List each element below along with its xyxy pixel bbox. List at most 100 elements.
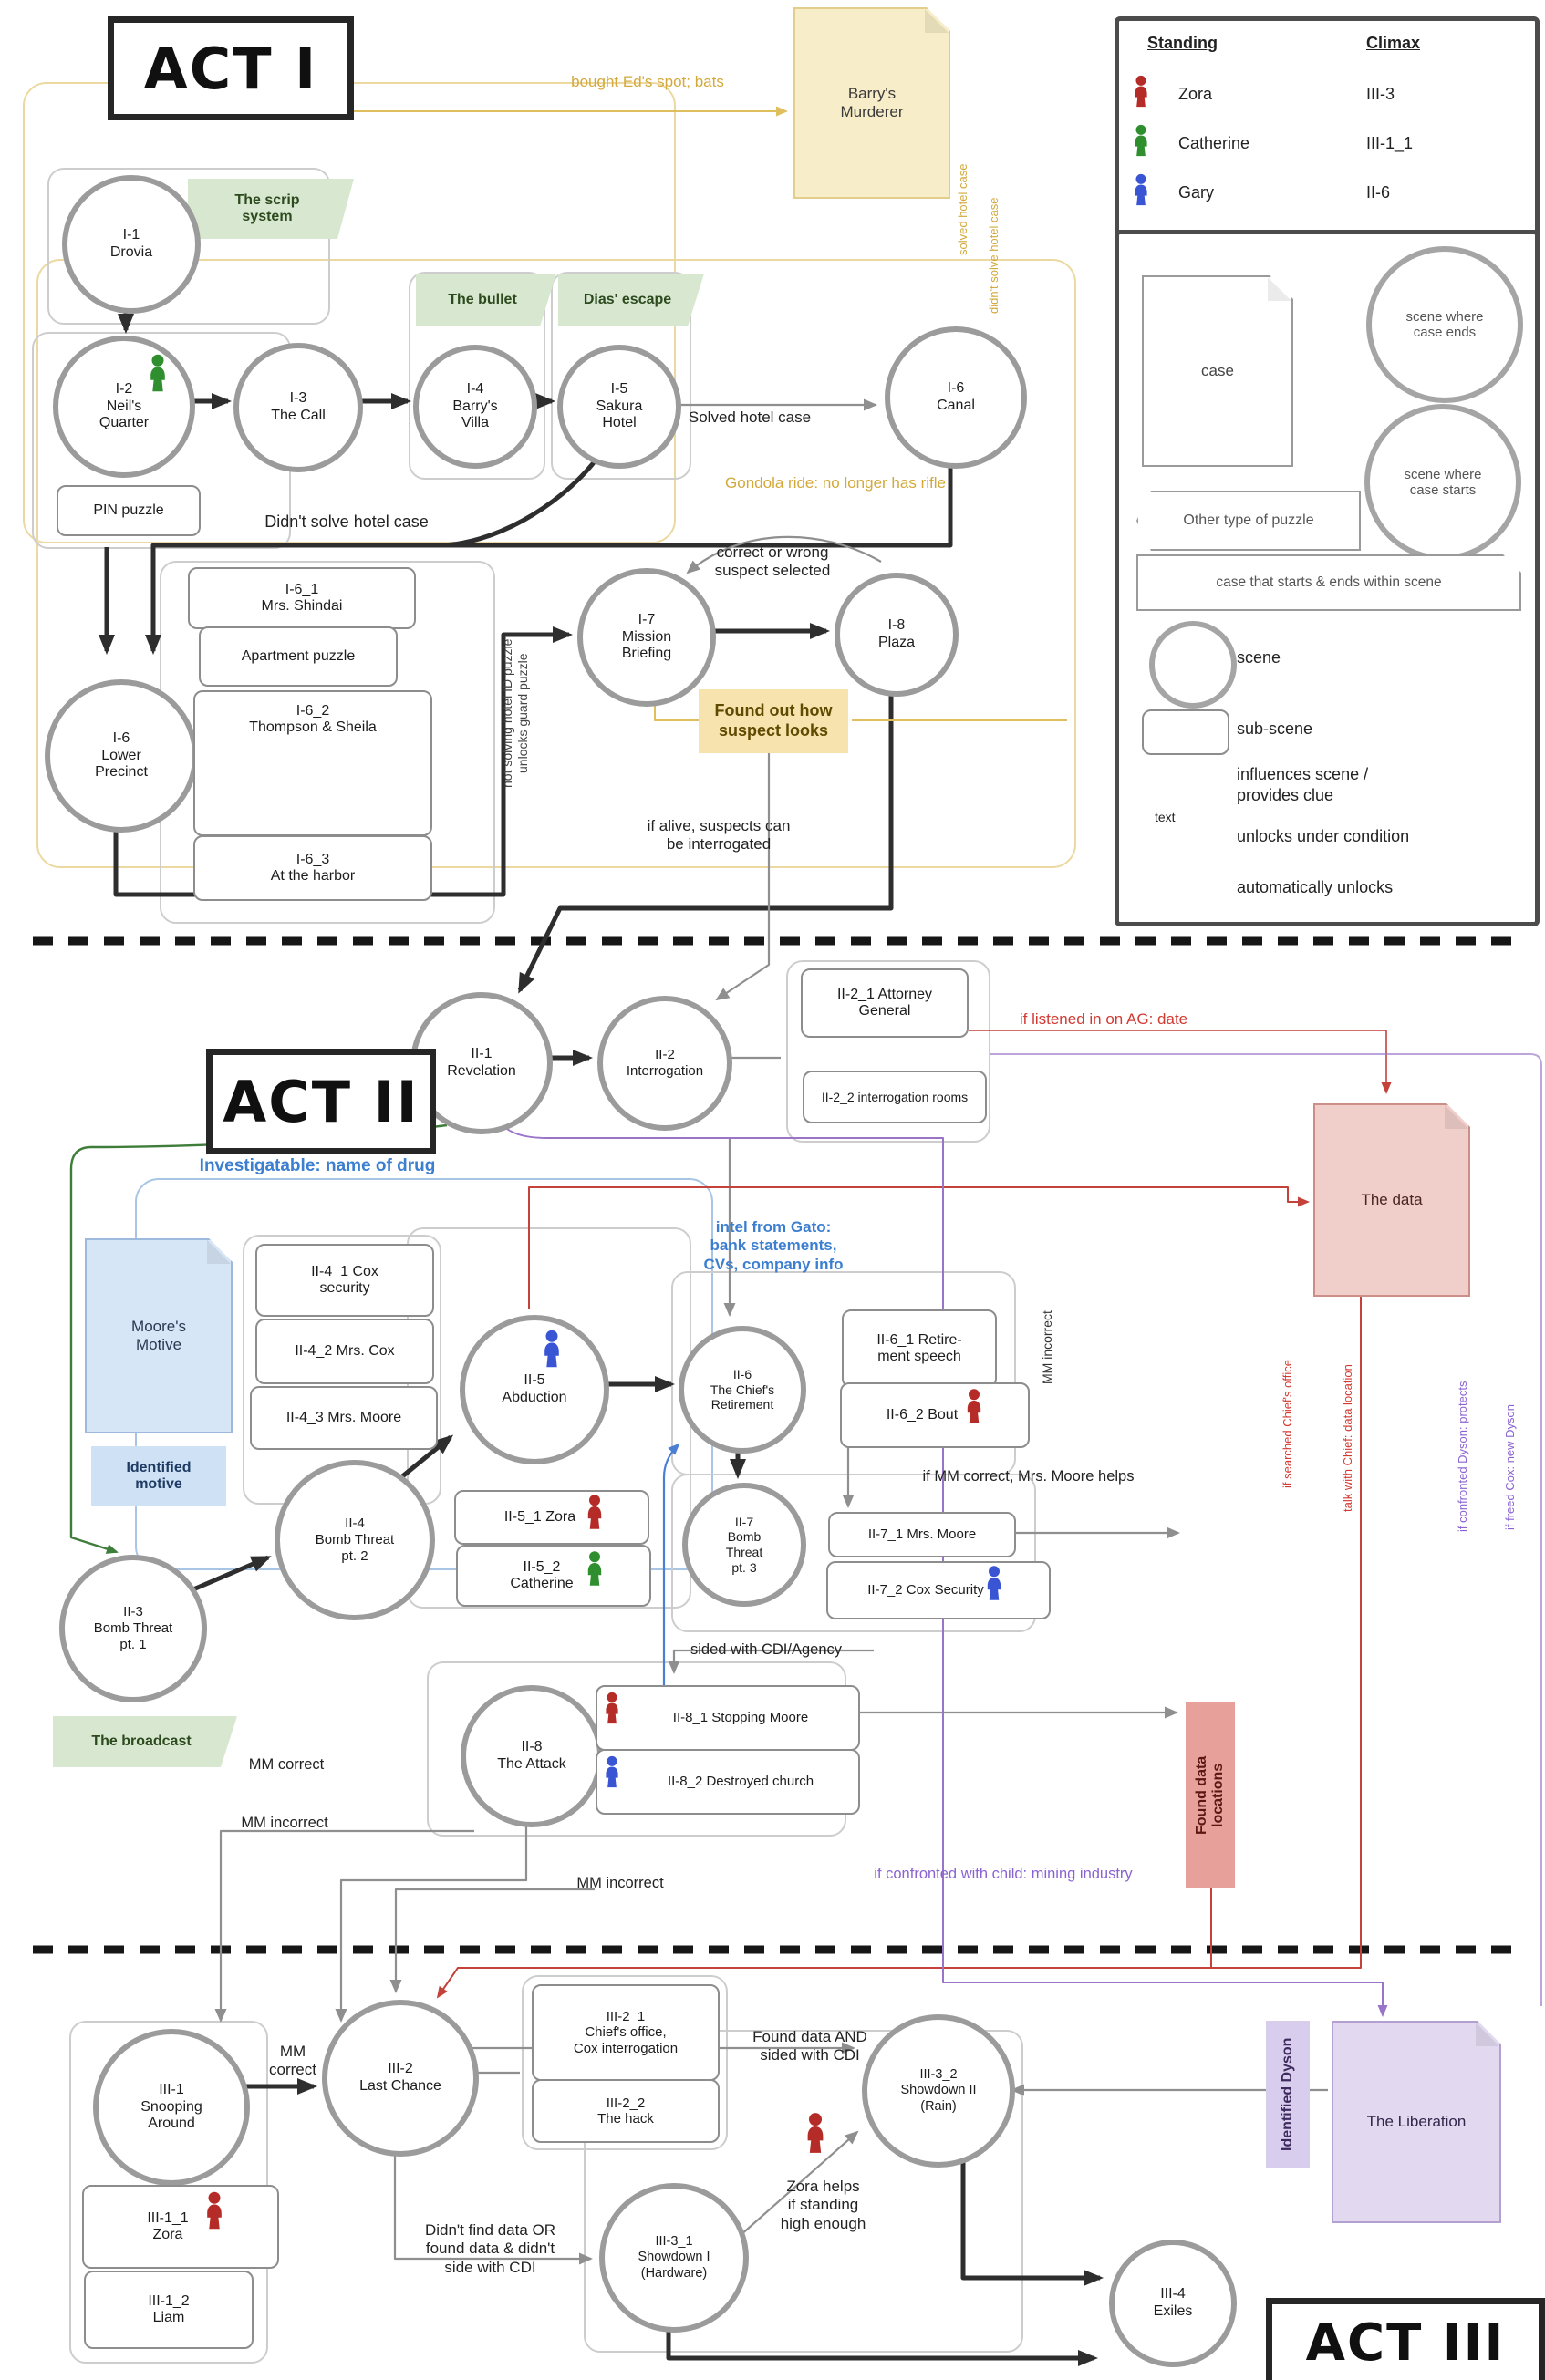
legend-row-gary-name: Gary: [1178, 183, 1215, 202]
standing-icon-zora-ii8: [602, 1691, 622, 1725]
cluster-i1: [47, 168, 330, 325]
scene-ii6-chiefs-retirement: II-6 The Chief's Retirement: [679, 1326, 806, 1454]
cluster-ii7: [671, 1474, 1036, 1632]
cluster-i5: [551, 272, 691, 480]
label-mm-correct-3: MM correct: [269, 2043, 316, 2079]
subscene-i6-2-thompson-sheila: I-6_2 Thompson & Sheila: [193, 690, 432, 836]
subscene-iii2-1-chiefs-office: III-2_1 Chief's office, Cox interrogatio…: [532, 1984, 720, 2081]
legend-influences-label: influences scene / provides clue: [1237, 765, 1369, 804]
label-not-solving-hotel-puzzle: not solving hotel ID puzzle unlocks guar…: [500, 638, 530, 788]
act3-title: ACT III: [1266, 2298, 1545, 2380]
legend-case-within-scene: case that starts & ends within scene: [1136, 554, 1521, 611]
scene-iii2-last-chance: III-2 Last Chance: [322, 2000, 479, 2157]
legend-case-doc: case: [1142, 275, 1293, 467]
subscene-ii8-1-stopping-moore: II-8_1 Stopping Moore: [596, 1685, 860, 1751]
label-found-data-and-cdi: Found data AND sided with CDI: [752, 2028, 867, 2064]
label-yellow-didnt-solve: didn't solve hotel case: [987, 197, 1001, 314]
legend-standing-header: Standing: [1147, 34, 1218, 52]
subscene-ii4-3-mrs-moore: II-4_3 Mrs. Moore: [250, 1386, 438, 1450]
cluster-iii2-subs: [522, 1975, 728, 2150]
legend-subscene-label: sub-scene: [1237, 719, 1313, 738]
subscene-apartment-puzzle: Apartment puzzle: [199, 626, 398, 687]
legend-scene-where-case-ends: scene where case ends: [1366, 246, 1523, 403]
subscene-ii5-1-zora: II-5_1 Zora: [454, 1490, 649, 1545]
label-zora-helps: Zora helps if standing high enough: [780, 2178, 866, 2232]
label-mm-incorrect-2: MM incorrect: [576, 1875, 664, 1891]
legend-auto-unlocks-label: automatically unlocks: [1237, 878, 1394, 896]
scene-iii3-1-showdown-1: III-3_1 Showdown I (Hardware): [599, 2183, 749, 2333]
standing-icon-zora-iii1: [202, 2190, 226, 2230]
scene-i1-drovia: I-1 Drovia: [62, 175, 201, 314]
subscene-ii7-1-mrs-moore: II-7_1 Mrs. Moore: [828, 1512, 1016, 1557]
subscene-iii1-2-liam: III-1_2 Liam: [84, 2271, 254, 2349]
label-mm-incorrect-vertical: MM incorrect: [1040, 1310, 1054, 1384]
standing-icon-zora-ii5: [584, 1494, 606, 1530]
label-mm-incorrect: MM incorrect: [241, 1815, 328, 1831]
subscene-ii2-1-attorney-general: II-2_1 Attorney General: [801, 968, 969, 1038]
scene-ii8-the-attack: II-8 The Attack: [461, 1685, 603, 1827]
label-purple-freed-cox: if freed Cox: new Dyson: [1503, 1404, 1517, 1531]
badge-identified-dyson: Identified Dyson: [1266, 2021, 1310, 2168]
scene-ii4-bomb-threat-2: II-4 Bomb Threat pt. 2: [275, 1460, 435, 1620]
scene-iii4-exiles: III-4 Exiles: [1109, 2240, 1237, 2367]
flag-the-broadcast: The broadcast: [53, 1716, 237, 1767]
cluster-iii3: [584, 2030, 1023, 2353]
label-bought-eds-spot: bought Ed's spot; bats: [571, 73, 724, 90]
label-if-listened-ag: if listened in on AG: date: [1019, 1010, 1188, 1028]
label-intel-from-gato: intel from Gato: bank statements, CVs, c…: [703, 1218, 844, 1273]
scene-i2-neils-quarter: I-2 Neil's Quarter: [53, 336, 195, 478]
standing-icon-catherine-ii5: [584, 1550, 606, 1587]
subscene-i6-1-mrs-shindai: I-6_1 Mrs. Shindai: [188, 567, 416, 629]
case-boundary-act1-lower: [36, 259, 1076, 868]
label-mm-correct: MM correct: [248, 1756, 325, 1773]
subscene-iii1-1-zora: III-1_1 Zora: [82, 2185, 279, 2269]
scene-i6-lower-precinct: I-6 Lower Precinct: [45, 679, 198, 833]
subscene-ii4-2-mrs-cox: II-4_2 Mrs. Cox: [255, 1319, 434, 1384]
label-found-out-suspect: Found out how suspect looks: [699, 689, 848, 753]
scene-i3-the-call: I-3 The Call: [233, 343, 363, 472]
label-red-searched-chief: if searched Chief's office: [1281, 1360, 1294, 1489]
scene-ii5-abduction: II-5 Abduction: [460, 1315, 609, 1464]
label-investigatable-drug: Investigatable: name of drug: [199, 1156, 436, 1175]
label-correct-or-wrong-suspect: correct or wrong suspect selected: [714, 543, 831, 580]
label-if-alive-interrogated: if alive, suspects can be interrogated: [647, 817, 791, 854]
label-yellow-solved-hotel: solved hotel case: [956, 163, 970, 256]
case-doc-the-liberation: The Liberation: [1332, 2021, 1501, 2223]
subscene-pin-puzzle: PIN puzzle: [57, 485, 201, 536]
subscene-ii2-2-interrogation-rooms: II-2_2 interrogation rooms: [803, 1071, 987, 1123]
scene-i8-plaza: I-8 Plaza: [835, 573, 959, 697]
legend-row-zora-name: Zora: [1178, 85, 1213, 103]
subscene-iii2-2-the-hack: III-2_2 The hack: [532, 2079, 720, 2143]
label-gondola-ride: Gondola ride: no longer has rifle: [725, 474, 946, 492]
scene-iii1-snooping-around: III-1 Snooping Around: [93, 2029, 250, 2186]
subscene-ii7-2-cox-security: II-7_2 Cox Security: [826, 1561, 1051, 1619]
scene-i5-sakura-hotel: I-5 Sakura Hotel: [557, 345, 681, 469]
label-if-confronted-child: if confronted with child: mining industr…: [874, 1866, 1133, 1882]
scene-i4-barrys-villa: I-4 Barry's Villa: [413, 345, 537, 469]
legend-scene-where-case-starts: scene where case starts: [1364, 404, 1521, 561]
standing-person-blue-icon: [1131, 173, 1151, 206]
standing-icon-zora-helps: [803, 2112, 828, 2154]
cluster-ii2: [786, 960, 990, 1143]
case-doc-moores-motive: Moore's Motive: [85, 1238, 233, 1433]
scene-ii2-interrogation: II-2 Interrogation: [597, 996, 732, 1131]
standing-icon-gary-ii8: [602, 1754, 622, 1789]
label-didnt-solve-hotel-case: Didn't solve hotel case: [264, 512, 429, 531]
standing-icon-catherine: [146, 354, 170, 392]
subscene-ii8-2-destroyed-church: II-8_2 Destroyed church: [596, 1749, 860, 1815]
cluster-i4: [409, 272, 545, 480]
legend-text-marker: text: [1155, 810, 1176, 824]
scene-i7-mission-briefing: I-7 Mission Briefing: [577, 568, 716, 707]
subscene-ii6-1-retirement-speech: II-6_1 Retire- ment speech: [842, 1309, 997, 1388]
label-if-mm-correct-moore-helps: if MM correct, Mrs. Moore helps: [922, 1468, 1135, 1485]
case-doc-barrys-murderer: Barry's Murderer: [793, 7, 950, 199]
flag-dias-escape: Dias' escape: [558, 274, 704, 326]
legend-standing-table: [1115, 16, 1540, 239]
subscene-ii6-2-bout: II-6_2 Bout: [840, 1382, 1030, 1448]
label-didnt-find-data: Didn't find data OR found data & didn't …: [424, 2221, 556, 2276]
legend-row-catherine-name: Catherine: [1178, 134, 1250, 152]
legend-row-zora-climax: III-3: [1366, 85, 1395, 103]
label-purple-confronted-dyson: if confronted Dyson: protects: [1456, 1381, 1469, 1533]
